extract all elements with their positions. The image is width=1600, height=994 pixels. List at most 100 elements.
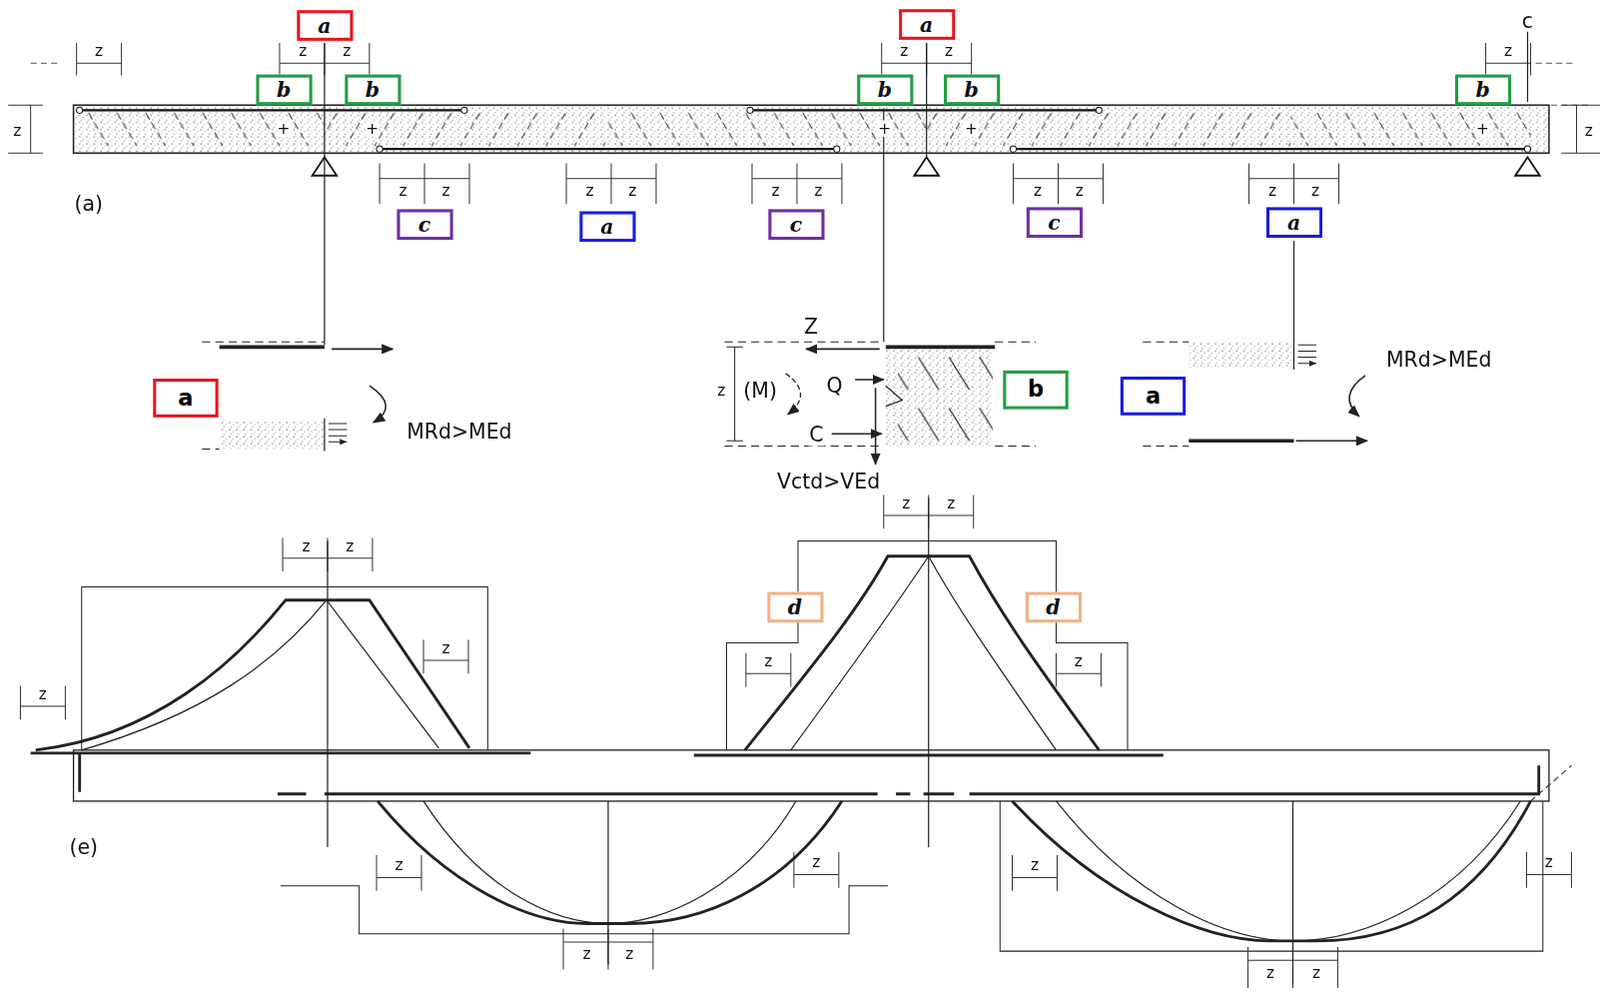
dimension-label: + (963, 119, 979, 137)
section-lines (324, 30, 1529, 985)
dimension-label: Q (825, 374, 844, 397)
beam-e (30, 540, 1573, 951)
label-box: d (767, 592, 823, 624)
beam-a (1009, 145, 1016, 152)
beam-a (312, 156, 1541, 175)
dimension-label: + (876, 119, 892, 137)
dimension-lines (7, 42, 1600, 988)
label-box: c (768, 208, 824, 240)
dimension-label: z (898, 41, 909, 59)
beam-e (1531, 765, 1573, 801)
section-left (328, 423, 347, 442)
dimension-label: z (812, 181, 823, 199)
section-middle (874, 387, 877, 465)
dimension-label: z (1265, 963, 1276, 981)
beam-e (81, 586, 489, 750)
label-letter: d (788, 597, 802, 618)
dimension-label: z (627, 181, 638, 199)
dimension-lines (19, 686, 65, 721)
section-left (219, 420, 325, 450)
label-letter: b (1027, 378, 1044, 401)
dimension-lines (1526, 851, 1572, 888)
dimension-label: z (11, 121, 22, 139)
beam-e (77, 753, 81, 793)
label-letter: b (276, 79, 291, 100)
section-middle (786, 373, 801, 415)
dimension-label: z (300, 537, 311, 555)
beam-e (791, 556, 1057, 751)
dimension-label: z (393, 856, 404, 874)
beam-e (277, 765, 1540, 795)
section-middle (831, 432, 882, 435)
dimension-label: z (341, 41, 352, 59)
label-letter: c (1047, 211, 1060, 232)
dimension-label: + (1475, 119, 1491, 137)
section-lines (327, 498, 1294, 985)
section-right (1298, 344, 1317, 363)
label-letter: a (317, 14, 331, 35)
dimension-lines (752, 162, 842, 204)
beam-a (1524, 145, 1531, 152)
label-letter: b (365, 79, 380, 100)
dimension-label: z (93, 41, 104, 59)
label-letter: b (877, 79, 892, 100)
dimension-label: z (440, 639, 451, 657)
beam-a (79, 109, 1529, 149)
section-middle (724, 341, 1036, 446)
label-box: a (296, 9, 353, 41)
dimension-lines (7, 104, 43, 153)
beam-a (747, 106, 754, 113)
beam-a (81, 107, 325, 150)
label-letter: a (919, 13, 933, 34)
dimension-label: z (1074, 181, 1085, 199)
dimension-lines (1012, 854, 1058, 891)
beam-e (35, 600, 470, 751)
label-box: a (579, 210, 636, 242)
beam-e (280, 885, 888, 934)
section-lines (323, 42, 325, 345)
beam-e (377, 800, 842, 924)
section-left (331, 348, 393, 351)
dimension-label: C (807, 423, 824, 446)
label-box: b (344, 74, 401, 106)
section-middle (726, 346, 743, 441)
dimension-label: c (1521, 8, 1535, 31)
beam-a (1290, 107, 1531, 150)
section-left (201, 341, 393, 451)
dimension-label: z (440, 181, 451, 199)
label-box: a (1120, 376, 1186, 416)
dimension-lines (1055, 653, 1101, 688)
label-box: c (1025, 206, 1082, 238)
beam-e (30, 753, 1164, 756)
beam-e (745, 556, 1100, 751)
beam-a (1095, 106, 1102, 113)
section-right (1296, 440, 1369, 443)
label-box: a (1265, 206, 1322, 238)
dimension-lines (423, 640, 469, 675)
beam-e (1055, 800, 1521, 941)
label-box: c (396, 208, 453, 240)
section-lines (882, 107, 884, 342)
dimension-label: z (344, 537, 355, 555)
dimension-label: z (1544, 853, 1555, 871)
label-letter: d (1045, 597, 1060, 618)
dimension-label: z (1032, 181, 1043, 199)
dimension-label: z (945, 494, 956, 512)
section-lines (925, 42, 927, 157)
dimension-label: z (716, 382, 727, 400)
dimension-label: z (900, 494, 911, 512)
beam-e (999, 800, 1544, 951)
dimension-label: z (37, 685, 48, 703)
dimension-lines (1249, 162, 1340, 204)
label-letter: a (600, 216, 614, 237)
dimension-lines (379, 162, 470, 204)
dimension-label: (e) (67, 835, 99, 858)
dimension-label: z (763, 652, 774, 670)
section-lines (1293, 240, 1295, 342)
dimension-label: Vctd>VEd (776, 470, 881, 493)
dimension-label: z (1311, 963, 1322, 981)
dimension-label: (a) (73, 192, 105, 215)
dimension-label: + (364, 119, 380, 137)
beam-a (461, 106, 468, 113)
label-letter: c (790, 214, 802, 235)
